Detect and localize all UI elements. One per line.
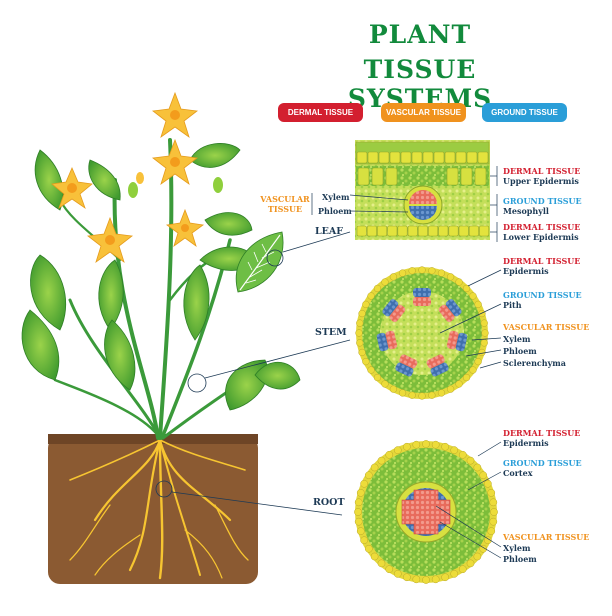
stem-dermal-category: DERMAL TISSUE xyxy=(503,256,581,266)
root-dermal-category: DERMAL TISSUE xyxy=(503,428,581,438)
root-phloem-label: Phloem xyxy=(503,554,537,564)
leaf-vascular-group-label: VASCULAR TISSUE xyxy=(260,194,310,214)
root-vascular-category: VASCULAR TISSUE xyxy=(503,532,590,542)
leaf-lower-part: Lower Epidermis xyxy=(503,232,579,242)
leaf-cross-section xyxy=(349,140,490,240)
legend-dermal-tissue: DERMAL TISSUE xyxy=(278,103,363,122)
stem-sclerenchyma-label: Sclerenchyma xyxy=(503,358,566,368)
leaf-upper-category: DERMAL TISSUE xyxy=(503,166,581,176)
stem-cross-section xyxy=(355,266,489,400)
leaf-xylem-label: Xylem xyxy=(322,192,350,202)
legend-vascular-tissue: VASCULAR TISSUE xyxy=(381,103,466,122)
veined-leaf xyxy=(236,231,284,293)
organ-label-root: ROOT xyxy=(313,497,345,508)
stem-ground-category: GROUND TISSUE xyxy=(503,290,582,300)
leaf-phloem-label: Phloem xyxy=(318,206,352,216)
page-title-line-1: PLANT xyxy=(368,20,472,49)
page-title-line-2: TISSUE SYSTEMS xyxy=(347,55,493,113)
leaf-lower-category: DERMAL TISSUE xyxy=(503,222,581,232)
root-cross-section xyxy=(354,440,498,584)
leaf-upper-part: Upper Epidermis xyxy=(503,176,579,186)
legend-ground-tissue: GROUND TISSUE xyxy=(482,103,567,122)
stem-ground-part: Pith xyxy=(503,300,522,310)
stem-xylem-label: Xylem xyxy=(503,334,531,344)
root-dermal-part: Epidermis xyxy=(503,438,549,448)
organ-label-leaf: LEAF xyxy=(315,226,344,237)
soil-block xyxy=(48,434,258,584)
root-xylem-label: Xylem xyxy=(503,543,531,553)
leaf-middle-category: GROUND TISSUE xyxy=(503,196,582,206)
root-ground-part: Cortex xyxy=(503,468,533,478)
plant-leaves xyxy=(21,143,301,411)
callout-lines xyxy=(155,231,351,516)
plant-roots xyxy=(69,438,249,580)
stem-phloem-label: Phloem xyxy=(503,346,537,356)
stem-vascular-category: VASCULAR TISSUE xyxy=(503,322,590,332)
organ-label-stem: STEM xyxy=(315,327,347,338)
stem-dermal-part: Epidermis xyxy=(503,266,549,276)
root-ground-category: GROUND TISSUE xyxy=(503,458,582,468)
leaf-middle-part: Mesophyll xyxy=(503,206,549,216)
plant-flowers xyxy=(51,91,223,264)
